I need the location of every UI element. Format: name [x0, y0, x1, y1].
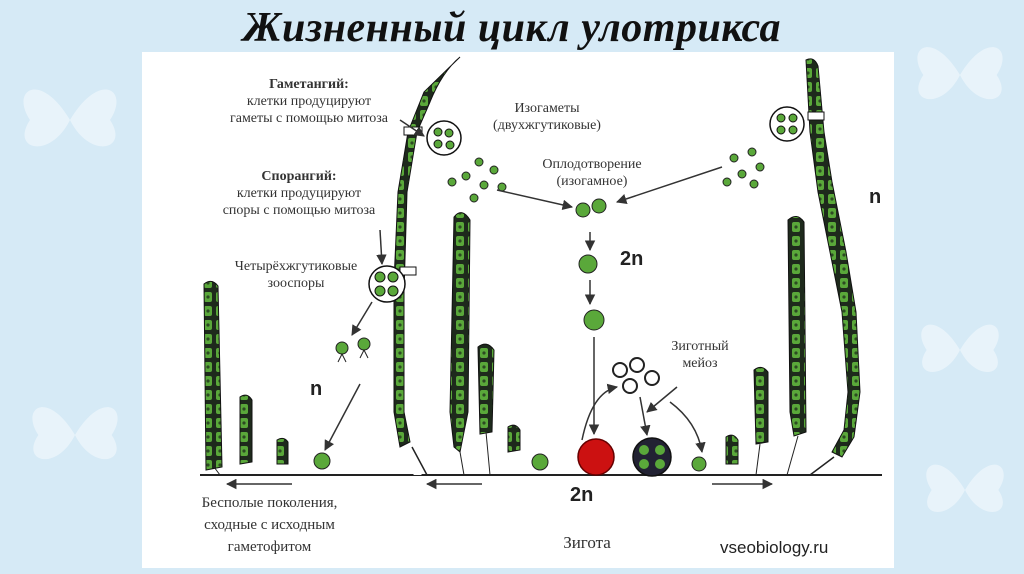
source-credit: vseobiology.ru — [720, 538, 829, 557]
zygote-cell — [577, 438, 615, 476]
filament-gametangium-left — [386, 56, 461, 476]
meiosis-cells — [612, 357, 660, 394]
zoospores-label: Четырёхжгутиковые зооспоры — [234, 259, 358, 291]
gametangium-label: Гаметангий: клетки продуцируют гаметы с … — [229, 77, 388, 126]
isogametes-left — [447, 157, 507, 203]
filament-right — [691, 58, 861, 476]
ploidy-n-right: n — [869, 186, 882, 208]
gametangium-bubble-right — [769, 106, 805, 142]
butterfly-decoration-icon — [921, 324, 999, 372]
cycle-arrows — [324, 119, 723, 454]
isogametes-right — [722, 147, 765, 189]
isogametes-label: Изогаметы (двухжгутиковые) — [493, 101, 601, 133]
zoospore-settled — [531, 453, 549, 471]
asexual-generations-label: Бесполые поколения, сходные с исходным г… — [201, 495, 338, 555]
meiosis-tetrad — [632, 437, 672, 477]
zoospore-settled — [691, 456, 707, 472]
butterfly-decoration-icon — [32, 407, 118, 460]
zoospore-settled — [313, 452, 331, 470]
ploidy-2n-top: 2n — [620, 248, 644, 270]
meiosis-label: Зиготный мейоз — [671, 339, 729, 371]
sporangium-label: Спорангий: клетки продуцируют споры с по… — [222, 169, 376, 218]
butterfly-decoration-icon — [926, 464, 1004, 512]
filaments-middle — [449, 212, 549, 476]
fertilization-stages — [575, 198, 607, 331]
butterfly-decoration-icon — [23, 89, 117, 147]
butterfly-decoration-icon — [917, 47, 1003, 100]
gametangium-bubble — [426, 120, 462, 156]
asexual-filaments-left — [203, 280, 331, 476]
zygote-label: Зигота — [563, 533, 611, 552]
ploidy-n-left: n — [310, 378, 323, 400]
ploidy-2n-bottom: 2n — [570, 484, 594, 506]
diagram-panel: Гаметангий: клетки продуцируют гаметы с … — [142, 52, 894, 568]
life-cycle-diagram — [200, 56, 882, 490]
slide-title: Жизненный цикл улотрикса — [242, 5, 782, 51]
zoospores — [335, 337, 371, 363]
fertilization-label: Оплодотворение (изогамное) — [542, 157, 642, 189]
sporangium-bubble — [368, 265, 406, 303]
